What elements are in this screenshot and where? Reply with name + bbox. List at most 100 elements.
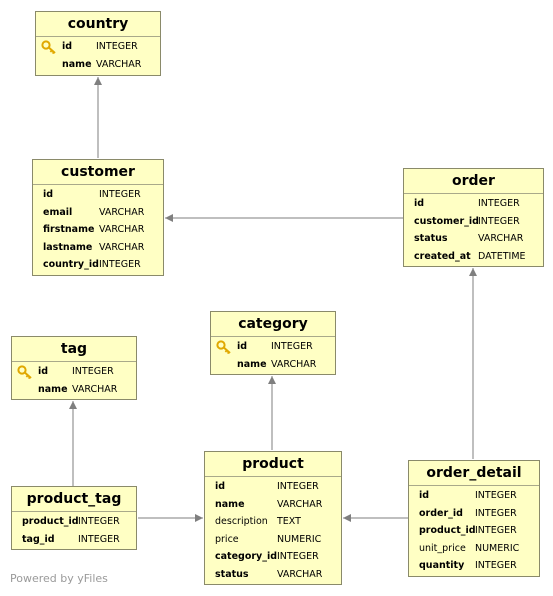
field-type: INTEGER xyxy=(475,507,517,519)
entity-country[interactable]: country id INTEGER name VARCHAR xyxy=(35,11,161,76)
field-row: name VARCHAR xyxy=(205,497,341,515)
field-row: created_at DATETIME xyxy=(404,249,543,267)
field-name: price xyxy=(215,533,239,545)
field-type: INTEGER xyxy=(277,481,319,492)
field-name: status xyxy=(215,568,249,580)
field-type: NUMERIC xyxy=(277,533,322,545)
field-type: INTEGER xyxy=(99,189,141,200)
entity-title: order xyxy=(404,169,543,194)
field-row: tag_id INTEGER xyxy=(12,532,136,550)
field-name: status xyxy=(414,233,448,244)
field-name: category_id xyxy=(215,551,278,562)
entity-title: country xyxy=(36,12,160,37)
field-type: INTEGER xyxy=(271,341,313,352)
primary-key-icon xyxy=(41,40,57,55)
field-name: quantity xyxy=(419,560,465,571)
entity-category[interactable]: category id INTEGER name VARCHAR xyxy=(210,311,336,375)
entity-title: customer xyxy=(33,160,163,185)
field-type: VARCHAR xyxy=(478,233,524,244)
field-name: description xyxy=(215,516,268,527)
field-type: INTEGER xyxy=(277,551,319,562)
field-list: id INTEGER name VARCHAR xyxy=(36,37,160,74)
field-type: VARCHAR xyxy=(277,568,323,580)
field-type: TEXT xyxy=(277,516,301,527)
field-name: unit_price xyxy=(419,542,466,554)
field-name: id xyxy=(38,366,49,377)
field-type: VARCHAR xyxy=(96,58,142,70)
field-type: VARCHAR xyxy=(99,206,145,218)
field-row: quantity INTEGER xyxy=(409,558,539,576)
field-row: name VARCHAR xyxy=(12,382,136,400)
field-type: VARCHAR xyxy=(271,358,317,370)
field-type: INTEGER xyxy=(78,533,120,545)
field-name: product_id xyxy=(22,516,79,527)
entity-title: tag xyxy=(12,337,136,362)
primary-key-icon xyxy=(17,365,33,380)
field-type: INTEGER xyxy=(475,490,517,501)
field-row: id INTEGER xyxy=(33,187,163,205)
field-row: id INTEGER xyxy=(36,39,160,57)
entity-title: order_detail xyxy=(409,461,539,486)
field-type: VARCHAR xyxy=(72,383,118,395)
field-row: id INTEGER xyxy=(409,488,539,506)
field-type: INTEGER xyxy=(96,41,138,52)
field-list: id INTEGER name VARCHAR xyxy=(211,337,335,374)
field-name: id xyxy=(215,481,226,492)
field-type: VARCHAR xyxy=(99,224,145,235)
field-name: name xyxy=(237,358,267,370)
field-type: INTEGER xyxy=(99,259,141,270)
field-row: id INTEGER xyxy=(211,339,335,357)
field-name: id xyxy=(237,341,248,352)
field-row: name VARCHAR xyxy=(36,57,160,75)
field-row: status VARCHAR xyxy=(205,567,341,585)
field-type: DATETIME xyxy=(478,250,526,262)
field-row: order_id INTEGER xyxy=(409,506,539,524)
field-row: description TEXT xyxy=(205,514,341,532)
primary-key-icon xyxy=(216,340,232,355)
field-name: country_id xyxy=(43,259,99,270)
field-name: tag_id xyxy=(22,533,55,545)
field-name: id xyxy=(419,490,430,501)
field-name: product_id xyxy=(419,525,476,536)
field-name: id xyxy=(43,189,54,200)
field-row: name VARCHAR xyxy=(211,357,335,375)
field-name: lastname xyxy=(43,241,93,253)
field-type: INTEGER xyxy=(78,516,120,527)
field-row: id INTEGER xyxy=(205,479,341,497)
field-name: id xyxy=(414,198,425,209)
entity-title: product_tag xyxy=(12,487,136,512)
field-type: INTEGER xyxy=(475,560,517,571)
field-name: customer_id xyxy=(414,215,479,227)
field-type: VARCHAR xyxy=(277,498,323,510)
field-name: id xyxy=(62,41,73,52)
entity-title: category xyxy=(211,312,335,337)
field-name: created_at xyxy=(414,250,471,262)
field-name: name xyxy=(62,58,92,70)
field-name: name xyxy=(215,498,245,510)
field-type: INTEGER xyxy=(475,525,517,536)
entity-title: product xyxy=(205,452,341,477)
powered-by-footer: Powered by yFiles xyxy=(10,572,108,585)
field-name: order_id xyxy=(419,507,463,519)
field-name: name xyxy=(38,383,68,395)
